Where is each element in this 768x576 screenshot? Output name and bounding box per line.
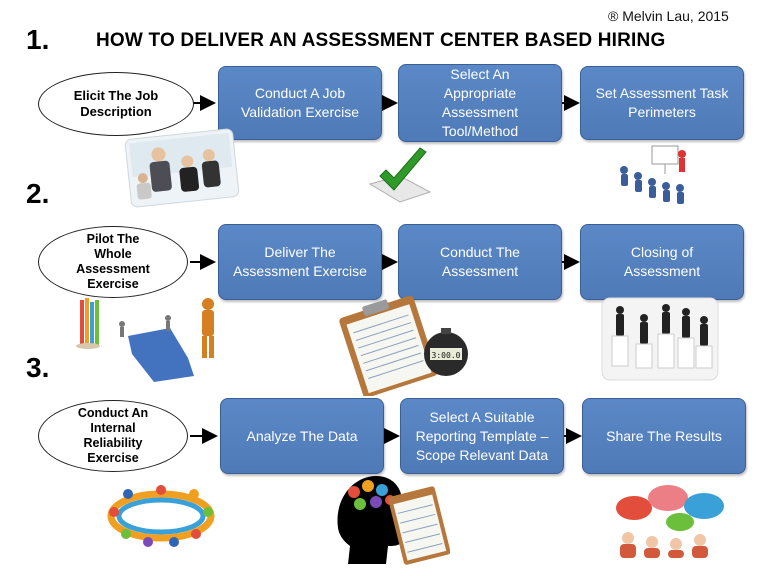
oval-line: Assessment xyxy=(76,262,150,276)
clipboard-stopwatch-illustration: 3:00.0 xyxy=(339,295,468,396)
row-1-number: 1. xyxy=(26,24,50,55)
business-meeting-illustration xyxy=(124,128,240,208)
step-line: Analyze The Data xyxy=(246,427,358,444)
oval-line: Whole xyxy=(94,247,132,261)
row-3-number: 3. xyxy=(26,352,50,383)
step-line: Deliver The xyxy=(264,244,336,260)
step-line: Set Assessment Task xyxy=(595,85,729,101)
step-line: Closing of xyxy=(630,244,694,260)
step-line: Appropriate xyxy=(443,85,517,101)
step-line: Conduct The xyxy=(440,244,520,260)
step-line: Select A Suitable xyxy=(429,408,535,425)
oval-line: Reliability xyxy=(83,436,143,450)
step-line: Perimeters xyxy=(628,104,696,120)
oval-line: Description xyxy=(80,104,152,119)
step-line: Validation Exercise xyxy=(240,104,360,120)
step-line: Tool/Method xyxy=(441,123,519,139)
step-box-closing-assessment: Closing of Assessment xyxy=(580,224,744,300)
step-line: Scope Relevant Data xyxy=(415,446,549,463)
oval-line: Elicit The Job xyxy=(73,88,159,103)
oval-line: Conduct An xyxy=(77,406,149,420)
brain-head-clipboard-illustration xyxy=(337,476,450,565)
presentation-figures-illustration xyxy=(620,145,686,204)
oval-line: Internal xyxy=(90,421,136,435)
puzzle-path-illustration xyxy=(76,298,214,382)
step-line: Assessment xyxy=(441,263,519,279)
check-mark-icon xyxy=(368,147,432,203)
copyright-notice: ® Melvin Lau, 2015 xyxy=(608,8,729,24)
step-line: Assessment xyxy=(623,263,701,279)
business-people-illustration xyxy=(601,297,719,381)
oval-line: Pilot The xyxy=(86,232,140,246)
step-line: Reporting Template – xyxy=(415,427,549,444)
oval-line: Exercise xyxy=(87,451,139,465)
step-line: Assessment xyxy=(441,104,519,120)
page-title: HOW TO DELIVER AN ASSESSMENT CENTER BASE… xyxy=(96,30,666,51)
step-box-analyze-data: Analyze The Data xyxy=(220,398,384,474)
circle-of-people-illustration xyxy=(107,485,215,547)
oval-line: Exercise xyxy=(87,277,139,291)
row-2-number: 2. xyxy=(26,178,50,209)
step-line: Select An xyxy=(450,66,510,82)
step-line: Conduct A Job xyxy=(254,85,346,101)
step-line: Assessment Exercise xyxy=(233,263,367,279)
step-line: Share The Results xyxy=(606,427,722,444)
stopwatch-readout: 3:00.0 xyxy=(432,351,461,360)
step-box-share-results: Share The Results xyxy=(582,398,746,474)
speech-bubbles-illustration xyxy=(616,485,724,558)
